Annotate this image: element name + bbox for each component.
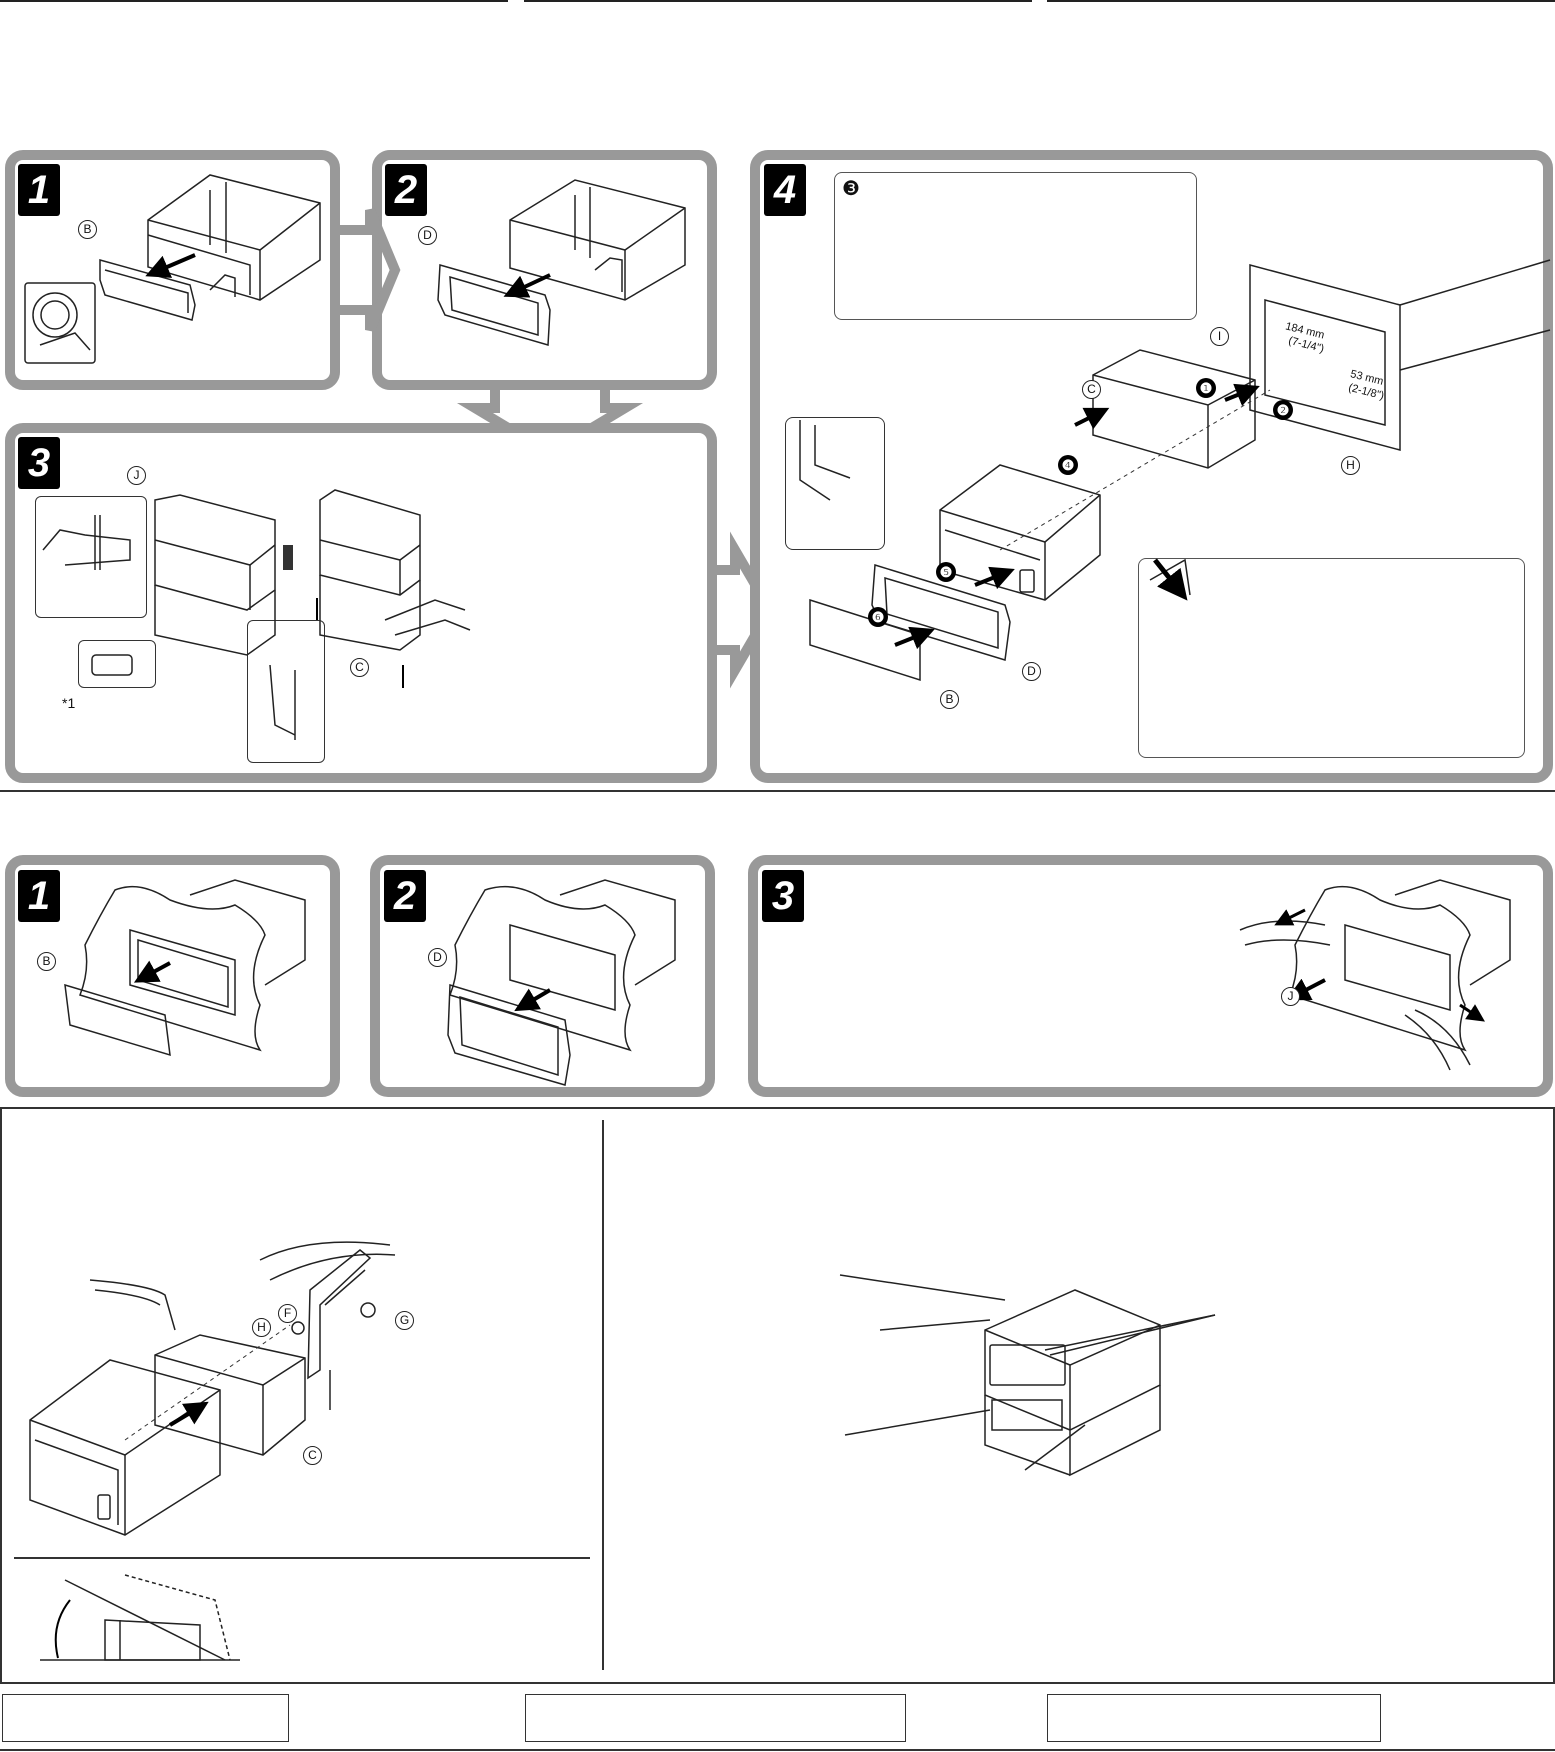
step4-note-callout-top (834, 172, 1197, 320)
order-number-6: ❻ (868, 607, 888, 627)
lower-bottom-border (0, 1682, 1555, 1684)
footnote-asterisk-1: *1 (62, 695, 76, 711)
lower-column-divider (602, 1120, 604, 1670)
install-step-3-illustration (42, 489, 471, 740)
remove-step-3-illustration (1239, 879, 1511, 1071)
install-step-1-illustration (24, 174, 321, 364)
install-step-1-panel (5, 150, 340, 390)
remove-step-1-badge: 1 (18, 870, 60, 922)
remove-step-1-illustration (64, 879, 306, 1057)
remove-label-D: D (428, 948, 447, 967)
bracket-label-H: H (252, 1318, 271, 1337)
order-number-5: ❺ (936, 562, 956, 582)
install-step-4-badge: 4 (764, 164, 806, 216)
lower-left-border (0, 1107, 2, 1682)
iso-mount-illustration (839, 1274, 1216, 1477)
remove-step-2-badge: 2 (384, 870, 426, 922)
bracket-install-illustration (29, 1241, 396, 1536)
remove-step-3-panel (748, 855, 1553, 1097)
label-D-circle-step4: D (1022, 662, 1041, 681)
step3-tab-inset (247, 620, 325, 763)
label-D-circle: D (418, 226, 437, 245)
section-divider-1 (0, 790, 1555, 792)
footer-box-3 (1047, 1694, 1381, 1742)
label-B-circle: B (78, 220, 97, 239)
remove-step-2-panel (370, 855, 715, 1097)
install-step-2-illustration (437, 179, 686, 346)
footer-rule (0, 1749, 1555, 1751)
install-step-3-badge: 3 (18, 437, 60, 489)
header-rule-left (0, 0, 508, 2)
remove-step-3-badge: 3 (762, 870, 804, 922)
label-J-circle: J (127, 466, 146, 485)
bracket-label-G: G (395, 1311, 414, 1330)
install-step-2-panel (372, 150, 717, 390)
lower-right-border (1553, 1107, 1555, 1682)
section-divider-2 (0, 1107, 1555, 1109)
remove-step-1-panel (5, 855, 340, 1097)
remove-step-2-illustration (447, 879, 676, 1086)
bracket-label-F: F (278, 1304, 297, 1323)
bracket-label-C: C (303, 1446, 322, 1465)
header-rule-right (1047, 0, 1555, 2)
angle-limit-illustration (40, 1574, 240, 1661)
label-C-circle-step3: C (350, 658, 369, 677)
header-rule-mid (524, 0, 1032, 2)
footer-box-2 (525, 1694, 906, 1742)
step4-note-callout-bottom (1138, 558, 1525, 758)
label-H-circle-step4: H (1341, 456, 1360, 475)
label-B-circle-step4: B (940, 690, 959, 709)
left-subdivider (14, 1557, 590, 1559)
order-number-1: ❶ (1196, 378, 1216, 398)
order-number-4: ❹ (1058, 455, 1078, 475)
install-step-2-badge: 2 (385, 164, 427, 216)
remove-label-B: B (37, 952, 56, 971)
label-I-circle: I (1210, 327, 1229, 346)
step3-detail-inset (35, 496, 147, 618)
remove-label-J: J (1281, 987, 1300, 1006)
install-step-4-illustration (799, 259, 1551, 682)
callout-number-3: ❸ (842, 178, 860, 200)
step3-part-inset (78, 640, 156, 688)
footer-box-1 (2, 1694, 289, 1742)
order-number-2: ❷ (1273, 400, 1293, 420)
arrow-1-to-2 (335, 208, 401, 332)
step4-hook-inset (785, 417, 885, 550)
label-C-circle-step4: C (1082, 380, 1101, 399)
install-step-1-badge: 1 (18, 164, 60, 216)
